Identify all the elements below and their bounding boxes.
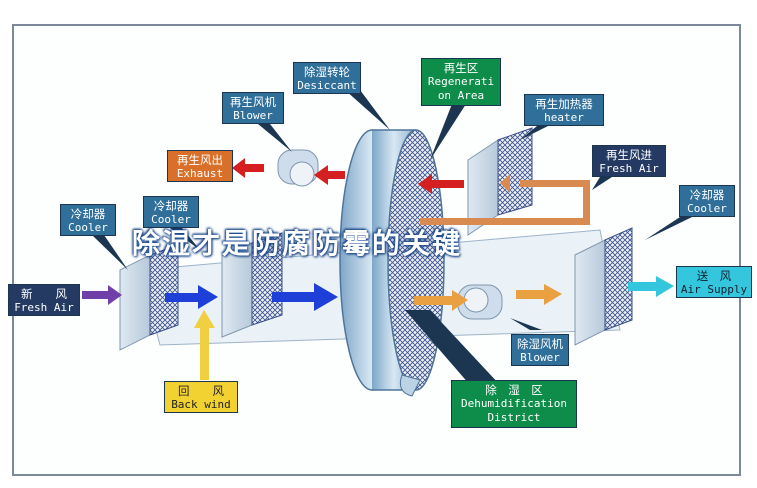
label-cooler-right-cn: 冷却器 xyxy=(689,188,725,202)
callout-pointers xyxy=(92,90,692,385)
label-fresh-air-en: Fresh Air xyxy=(14,301,74,314)
label-air-supply-cn: 送 风 xyxy=(696,269,732,283)
label-fresh-air: 新 风 Fresh Air xyxy=(8,284,80,316)
label-regen-fresh-air-en: Fresh Air xyxy=(599,162,659,175)
label-regen-blower: 再生风机 Blower xyxy=(222,92,284,124)
right-cooler-unit xyxy=(574,227,633,346)
label-air-supply: 送 风 Air Supply xyxy=(676,266,752,298)
label-desiccant-cn: 除湿转轮 xyxy=(304,65,350,79)
arrow-blue-1 xyxy=(165,285,218,309)
label-exhaust-en: Exhaust xyxy=(176,167,224,180)
label-regen-area: 再生区 Regenerati on Area xyxy=(421,58,501,106)
label-regen-fresh-air-cn: 再生风进 xyxy=(606,148,652,162)
label-regen-heater-cn: 再生加热器 xyxy=(535,97,593,111)
label-back-wind-en: Back wind xyxy=(171,398,231,411)
label-dehum-blower-cn: 除湿风机 xyxy=(517,337,563,351)
label-cooler-left-en: Cooler xyxy=(68,221,108,234)
label-dehum-district-en1: Dehumidification xyxy=(461,397,567,410)
label-air-supply-en: Air Supply xyxy=(680,283,748,296)
label-exhaust: 再生风出 Exhaust xyxy=(167,150,233,182)
arrow-air-supply xyxy=(628,276,674,297)
overlay-title: 除湿才是防腐防霉的关键 xyxy=(132,227,463,260)
label-back-wind: 回 风 Back wind xyxy=(164,381,238,413)
label-dehum-blower: 除湿风机 Blower xyxy=(511,334,569,366)
label-cooler-mid-en: Cooler xyxy=(151,213,191,226)
label-regen-blower-en: Blower xyxy=(233,109,273,122)
label-dehum-district-en2: District xyxy=(487,411,541,424)
label-exhaust-cn: 再生风出 xyxy=(177,153,223,167)
arrow-blue-2 xyxy=(272,283,338,311)
label-dehum-blower-en: Blower xyxy=(520,351,560,364)
label-regen-blower-cn: 再生风机 xyxy=(230,95,276,109)
label-regen-area-en1: Regenerati xyxy=(427,75,495,88)
label-cooler-mid-cn: 冷却器 xyxy=(153,199,189,213)
arrow-red-regen xyxy=(232,158,464,194)
label-regen-area-en2: on Area xyxy=(437,89,485,102)
label-regen-area-cn: 再生区 xyxy=(443,61,479,75)
label-cooler-left-cn: 冷却器 xyxy=(70,207,106,221)
label-regen-heater: 再生加热器 heater xyxy=(524,94,604,126)
label-regen-heater-en: heater xyxy=(544,111,584,124)
heater-unit xyxy=(467,127,533,236)
dehum-blower-fan xyxy=(457,284,503,320)
left-cooler-unit xyxy=(119,244,179,351)
label-desiccant: 除湿转轮 Desiccant xyxy=(293,62,361,94)
label-fresh-air-cn: 新 风 xyxy=(21,287,67,301)
desiccant-wheel xyxy=(339,129,445,397)
label-dehum-district: 除 湿 区 Dehumidification District xyxy=(451,380,577,428)
regen-blower-fan xyxy=(277,149,319,187)
label-dehum-district-cn: 除 湿 区 xyxy=(485,383,543,397)
label-back-wind-cn: 回 风 xyxy=(178,384,224,398)
label-regen-fresh-air: 再生风进 Fresh Air xyxy=(592,145,666,177)
label-cooler-mid: 冷却器 Cooler xyxy=(143,196,199,228)
arrow-back-wind xyxy=(194,310,215,380)
arrow-regen-orange xyxy=(420,174,590,225)
arrow-fresh-air-in xyxy=(82,285,122,305)
arrow-orange-dehum xyxy=(414,284,562,311)
label-cooler-right: 冷却器 Cooler xyxy=(679,185,735,217)
label-cooler-left: 冷却器 Cooler xyxy=(60,204,116,236)
label-cooler-right-en: Cooler xyxy=(687,202,727,215)
label-desiccant-en: Desiccant xyxy=(297,79,357,92)
